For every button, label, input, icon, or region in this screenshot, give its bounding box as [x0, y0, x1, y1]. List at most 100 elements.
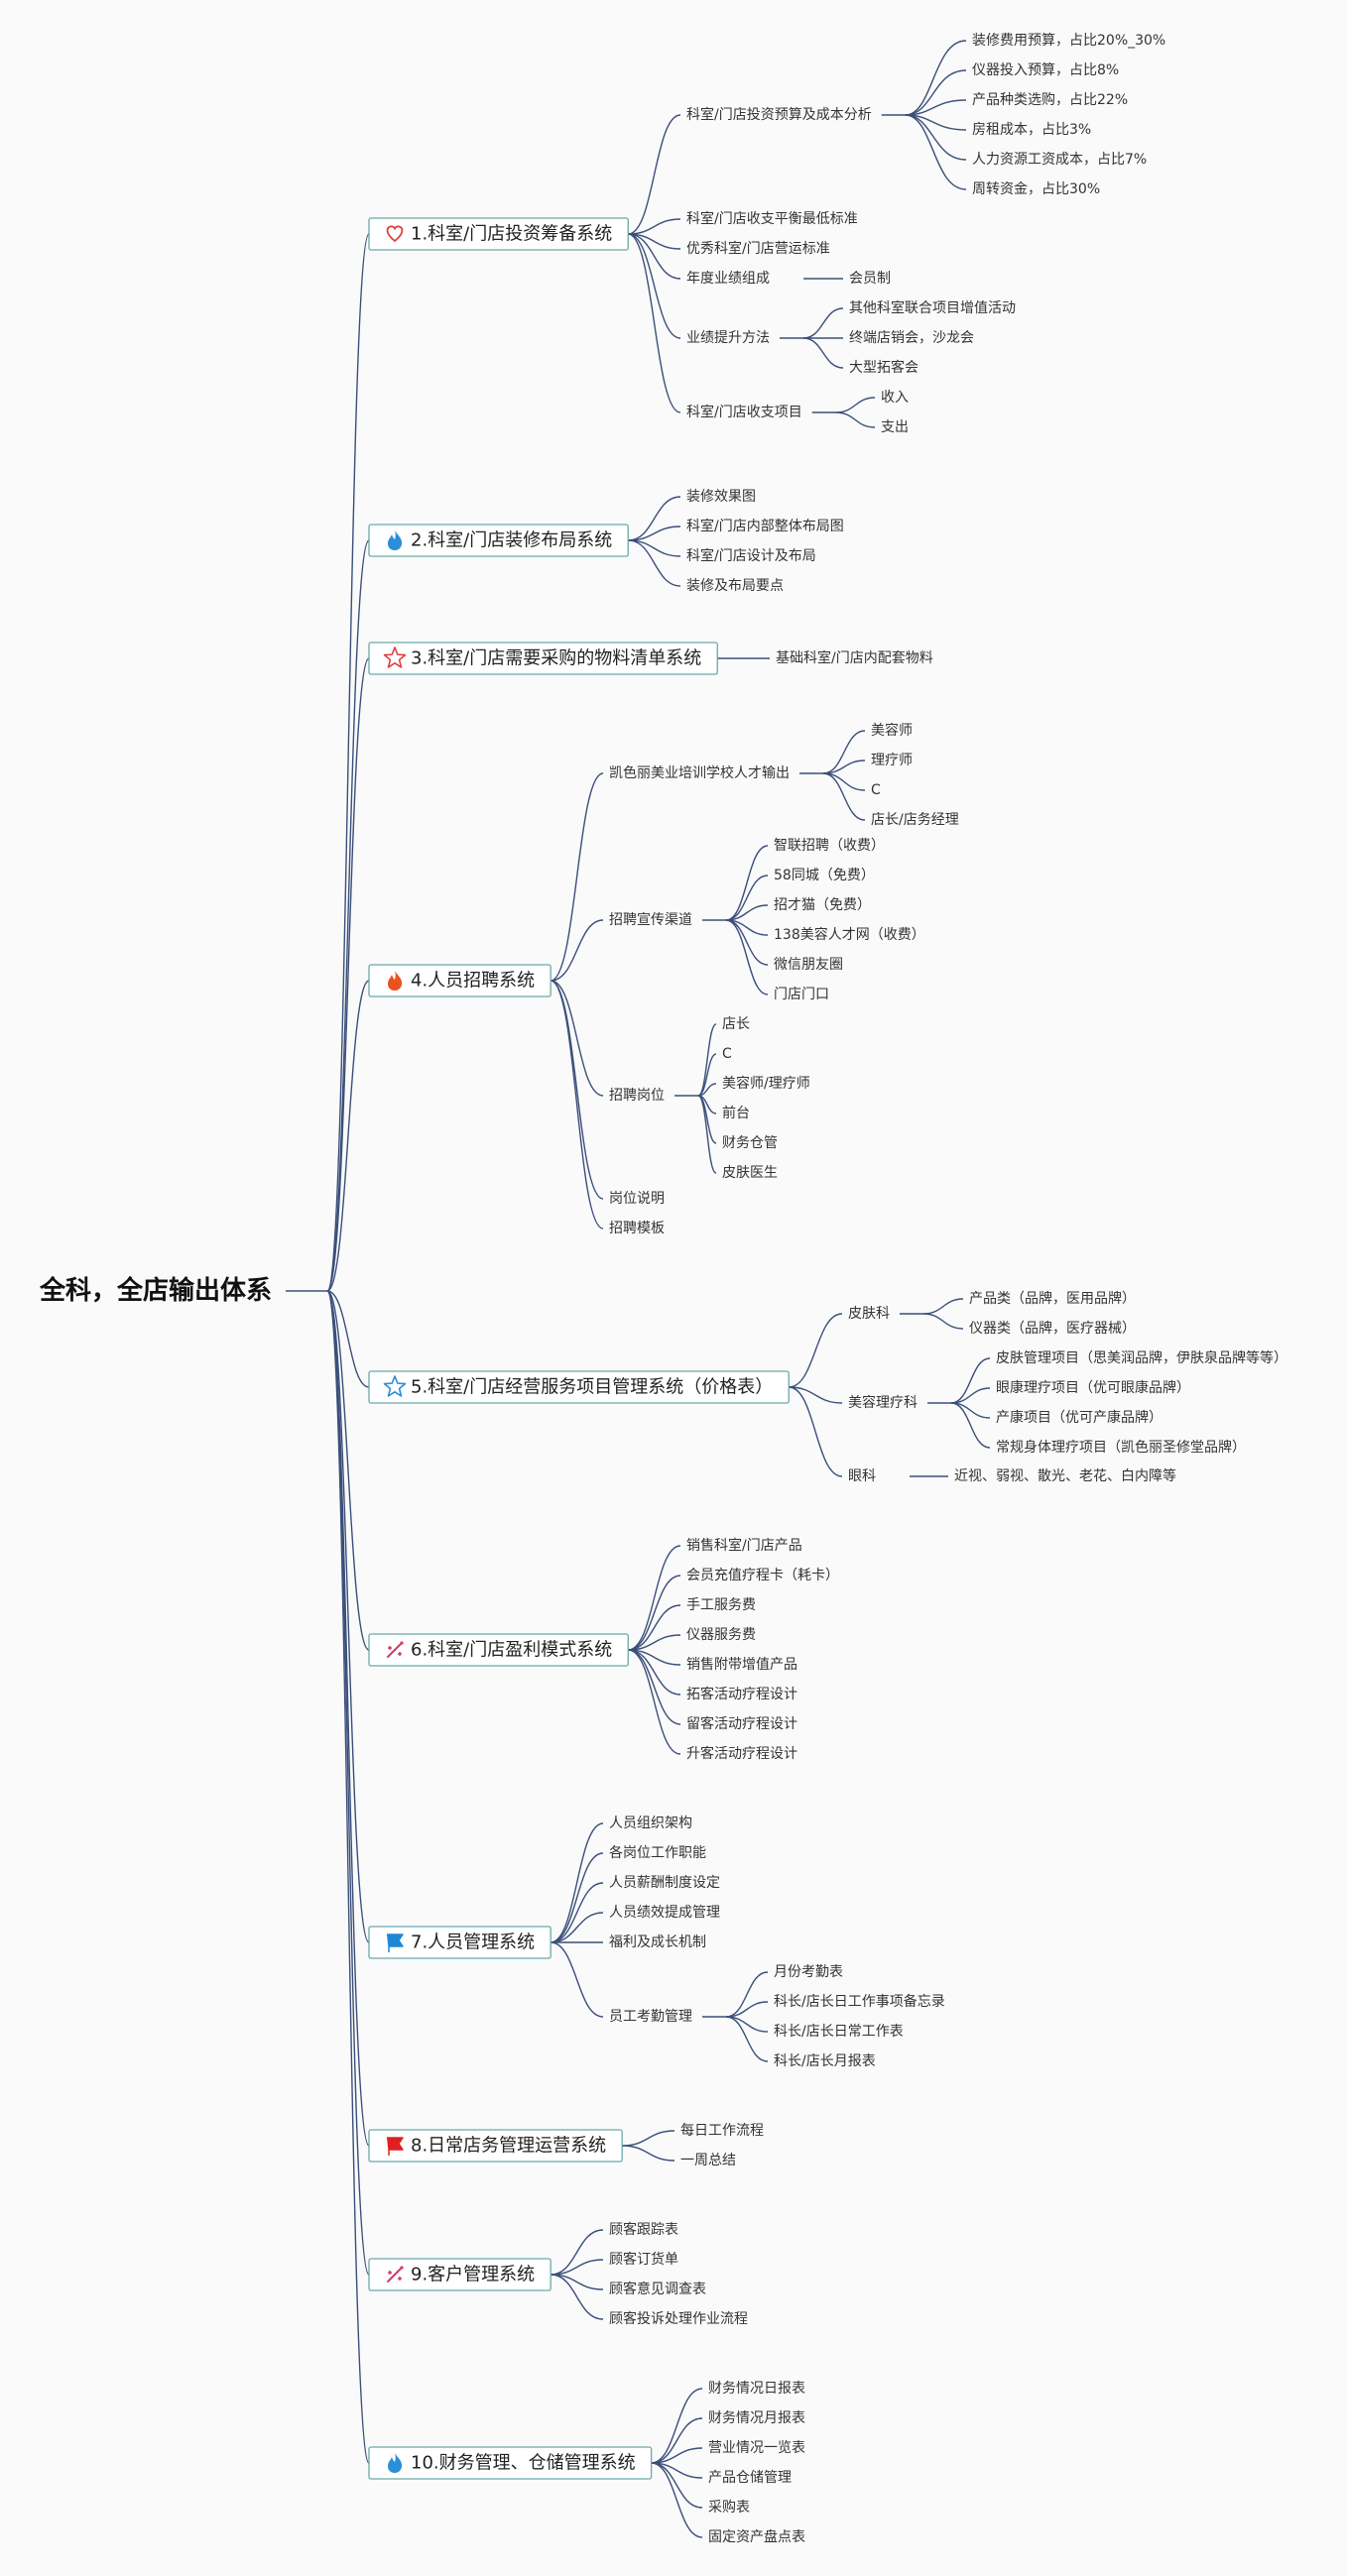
subtopic-node[interactable]: 产品种类选购，占比22% [972, 92, 1128, 108]
subtopic-connector [822, 772, 866, 821]
topic-node[interactable]: 销售附带增值产品 [686, 1657, 797, 1673]
topic-node[interactable]: 顾客意见调查表 [609, 2281, 706, 2297]
subtopic-node[interactable]: 前台 [722, 1105, 750, 1121]
subtopic-label: 店长 [722, 1016, 750, 1032]
subtopic-node[interactable]: 58同城（免费） [774, 868, 875, 883]
subtopic-node[interactable]: 理疗师 [871, 753, 913, 768]
subtopic-node[interactable]: 店长/店务经理 [871, 812, 959, 828]
subtopic-node[interactable]: 产品类（品牌，医用品牌） [969, 1290, 1136, 1307]
subtopic-node[interactable]: 其他科室联合项目增值活动 [849, 299, 1016, 316]
topic-node[interactable]: 凯色丽美业培训学校人才输出 [609, 764, 790, 781]
topic-node[interactable]: 人员薪酬制度设定 [609, 1875, 720, 1891]
branch-node-1[interactable]: 1.科室/门店投资筹备系统 [368, 217, 629, 251]
subtopic-node[interactable]: 美容师/理疗师 [722, 1075, 810, 1092]
topic-node[interactable]: 采购表 [708, 2500, 750, 2516]
topic-node[interactable]: 营业情况一览表 [708, 2440, 805, 2456]
subtopic-node[interactable]: 美容师 [871, 722, 913, 739]
subtopic-node[interactable]: 近视、弱视、散光、老花、白内障等 [954, 1467, 1176, 1484]
topic-node[interactable]: 装修及布局要点 [686, 578, 784, 594]
topic-node[interactable]: 招聘宣传渠道 [609, 912, 692, 928]
subtopic-node[interactable]: 仪器投入预算，占比8% [972, 62, 1119, 78]
subtopic-node[interactable]: 支出 [881, 419, 909, 435]
subtopic-node[interactable]: 周转资金，占比30% [972, 181, 1100, 197]
topic-node[interactable]: 会员充值疗程卡（耗卡） [686, 1568, 839, 1583]
subtopic-node[interactable]: 微信朋友圈 [774, 957, 843, 973]
subtopic-node[interactable]: 常规身体理疗项目（凯色丽圣修堂品牌） [996, 1439, 1246, 1456]
topic-node[interactable]: 拓客活动疗程设计 [686, 1686, 797, 1702]
topic-node[interactable]: 科室/门店设计及布局 [686, 547, 816, 564]
topic-node[interactable]: 科室/门店内部整体布局图 [686, 518, 844, 534]
subtopic-node[interactable]: 收入 [881, 390, 909, 406]
topic-node[interactable]: 顾客投诉处理作业流程 [609, 2310, 748, 2327]
branch-node-8[interactable]: 8.日常店务管理运营系统 [368, 2129, 623, 2163]
subtopic-node[interactable]: 产康项目（优可产康品牌） [996, 1409, 1163, 1426]
branch-node-7[interactable]: 7.人员管理系统 [368, 1926, 551, 1959]
topic-node[interactable]: 招聘模板 [609, 1221, 665, 1236]
subtopic-node[interactable]: 智联招聘（收费） [774, 838, 885, 854]
subtopic-node[interactable]: 皮肤管理项目（思美润品牌，伊肤泉品牌等等） [996, 1349, 1287, 1366]
topic-label: 基础科室/门店内配套物料 [776, 649, 933, 666]
branch-node-3[interactable]: 3.科室/门店需要采购的物料清单系统 [368, 642, 718, 675]
subtopic-node[interactable]: 眼康理疗项目（优可眼康品牌） [996, 1379, 1190, 1396]
topic-node[interactable]: 装修效果图 [686, 489, 756, 505]
topic-node[interactable]: 人员组织架构 [609, 1815, 692, 1831]
root-node[interactable]: 全科，全店输出体系 [39, 1275, 272, 1306]
branch-node-9[interactable]: 9.客户管理系统 [368, 2258, 551, 2291]
topic-node[interactable]: 升客活动疗程设计 [686, 1745, 797, 1762]
branch-node-4[interactable]: 4.人员招聘系统 [368, 964, 551, 997]
subtopic-node[interactable]: 大型拓客会 [849, 359, 918, 376]
topic-node[interactable]: 年度业绩组成 [686, 271, 770, 287]
topic-node[interactable]: 手工服务费 [686, 1597, 756, 1613]
topic-node[interactable]: 美容理疗科 [848, 1394, 918, 1411]
topic-node[interactable]: 科室/门店收支平衡最低标准 [686, 210, 858, 227]
branch-node-5[interactable]: 5.科室/门店经营服务项目管理系统（价格表） [368, 1370, 790, 1404]
topic-node[interactable]: 产品仓储管理 [708, 2470, 792, 2486]
subtopic-node[interactable]: 房租成本，占比3% [972, 122, 1091, 138]
topic-node[interactable]: 科室/门店投资预算及成本分析 [686, 106, 872, 123]
topic-node[interactable]: 财务情况月报表 [708, 2410, 805, 2426]
topic-node[interactable]: 顾客订货单 [609, 2251, 678, 2268]
subtopic-node[interactable]: 财务仓管 [722, 1135, 778, 1151]
subtopic-node[interactable]: 店长 [722, 1016, 750, 1032]
topic-label: 科室/门店收支平衡最低标准 [686, 210, 858, 227]
subtopic-connector [802, 307, 844, 339]
subtopic-node[interactable]: 仪器类（品牌，医疗器械） [969, 1320, 1136, 1337]
topic-node[interactable]: 福利及成长机制 [609, 1934, 706, 1950]
topic-node[interactable]: 留客活动疗程设计 [686, 1715, 797, 1732]
subtopic-node[interactable]: 人力资源工资成本，占比7% [972, 152, 1147, 168]
topic-node[interactable]: 皮肤科 [848, 1306, 890, 1322]
topic-node[interactable]: 优秀科室/门店营运标准 [686, 240, 830, 257]
topic-node[interactable]: 业绩提升方法 [686, 330, 770, 346]
subtopic-node[interactable]: 会员制 [849, 271, 891, 287]
subtopic-node[interactable]: 皮肤医生 [722, 1165, 778, 1181]
subtopic-node[interactable]: 科长/店长日工作事项备忘录 [774, 1993, 945, 2010]
subtopic-node[interactable]: C [871, 782, 881, 798]
topic-node[interactable]: 固定资产盘点表 [708, 2528, 805, 2545]
topic-node[interactable]: 各岗位工作职能 [609, 1845, 706, 1861]
branch-node-6[interactable]: 6.科室/门店盈利模式系统 [368, 1633, 629, 1667]
topic-node[interactable]: 基础科室/门店内配套物料 [776, 649, 933, 666]
branch-node-10[interactable]: 10.财务管理、仓储管理系统 [368, 2446, 653, 2480]
topic-node[interactable]: 眼科 [848, 1468, 876, 1484]
topic-node[interactable]: 销售科室/门店产品 [686, 1537, 802, 1554]
topic-node[interactable]: 仪器服务费 [686, 1627, 756, 1643]
subtopic-node[interactable]: C [722, 1046, 732, 1062]
topic-node[interactable]: 科室/门店收支项目 [686, 404, 802, 420]
subtopic-node[interactable]: 科长/店长日常工作表 [774, 2024, 904, 2040]
topic-node[interactable]: 岗位说明 [609, 1191, 665, 1207]
subtopic-node[interactable]: 装修费用预算，占比20%_30% [972, 33, 1165, 49]
subtopic-node[interactable]: 招才猫（免费） [774, 897, 871, 913]
topic-node[interactable]: 顾客跟踪表 [609, 2221, 678, 2238]
subtopic-node[interactable]: 月份考勤表 [774, 1964, 843, 1980]
subtopic-node[interactable]: 终端店销会，沙龙会 [849, 330, 974, 346]
topic-node[interactable]: 财务情况日报表 [708, 2381, 805, 2397]
topic-node[interactable]: 一周总结 [680, 2153, 736, 2168]
topic-node[interactable]: 员工考勤管理 [609, 2009, 692, 2025]
topic-node[interactable]: 每日工作流程 [680, 2123, 764, 2139]
subtopic-node[interactable]: 科长/店长月报表 [774, 2053, 876, 2069]
subtopic-node[interactable]: 门店门口 [774, 987, 829, 1002]
subtopic-node[interactable]: 138美容人才网（收费） [774, 926, 925, 943]
topic-node[interactable]: 人员绩效提成管理 [609, 1905, 720, 1921]
branch-node-2[interactable]: 2.科室/门店装修布局系统 [368, 524, 629, 557]
topic-node[interactable]: 招聘岗位 [609, 1088, 665, 1104]
